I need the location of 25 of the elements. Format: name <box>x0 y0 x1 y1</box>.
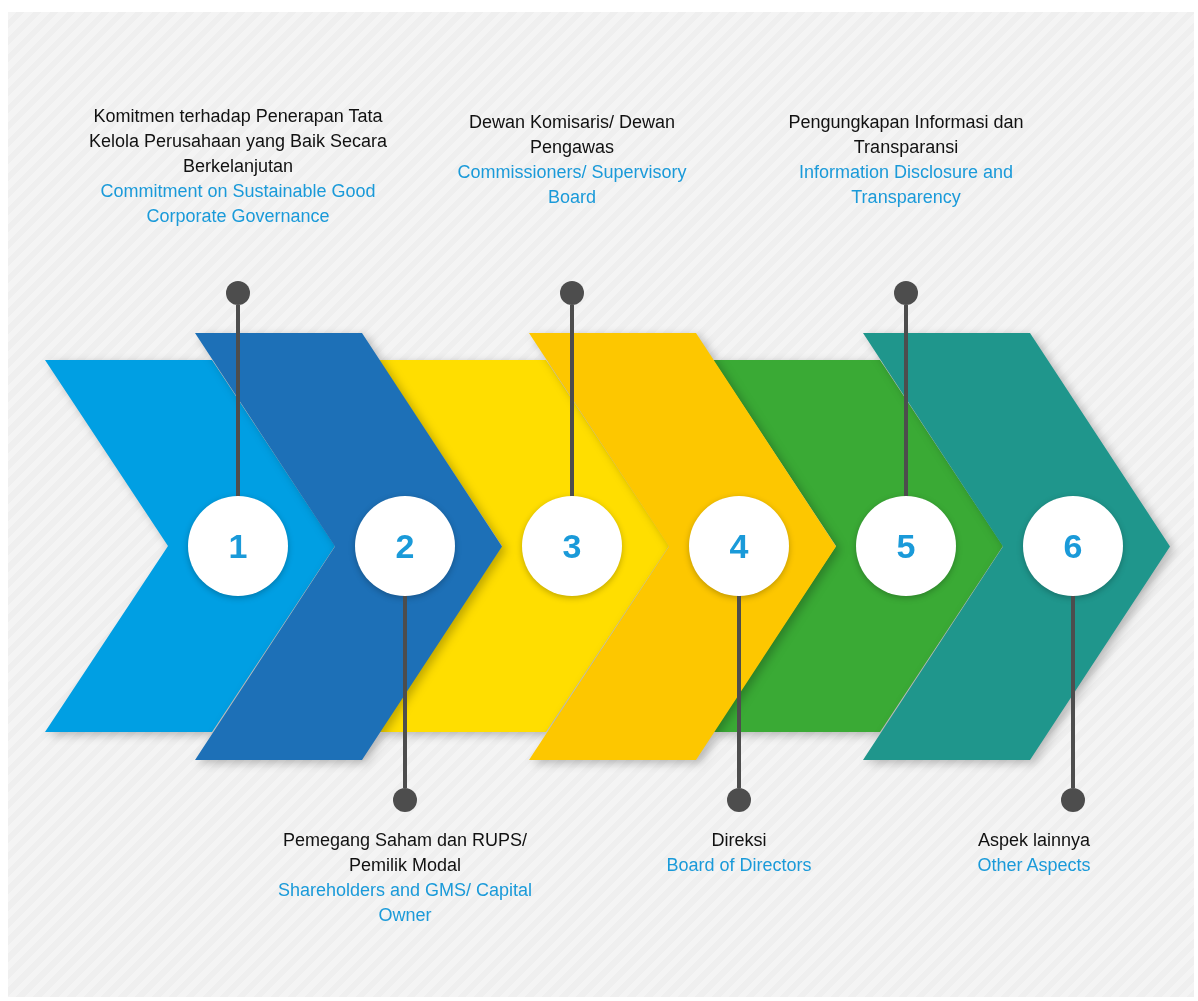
step-number: 5 <box>896 526 916 566</box>
leader-line <box>737 596 741 788</box>
heading-text: Direksi <box>710 829 768 852</box>
heading-text: Pengungkapan Informasi dan Transparansi <box>787 111 1025 159</box>
heading-text: Pemegang Saham dan RUPS/ Pemilik Modal <box>281 829 529 877</box>
heading-text: Komitmen terhadap Penerapan Tata Kelola Perusahaan yang Baik Secara Berkelanjutan <box>87 105 389 178</box>
english-text: Other Aspects <box>976 854 1092 877</box>
step-number: 2 <box>395 526 415 566</box>
english-text: Information Disclosure and Transparency <box>797 161 1015 209</box>
english-text: Board of Directors <box>665 854 813 877</box>
english-text: Commitment on Sustainable Good Corporate Governance <box>99 180 377 228</box>
chevron-shape <box>863 333 1170 760</box>
step-number: 4 <box>729 526 749 566</box>
step-number: 6 <box>1063 526 1083 566</box>
step-number: 1 <box>228 526 248 566</box>
leader-line <box>570 305 574 496</box>
leader-line <box>1071 596 1075 788</box>
english-text: Shareholders and GMS/ Capital Owner <box>276 879 534 927</box>
heading-text: Aspek lainnya <box>976 829 1092 852</box>
leader-line <box>236 305 240 496</box>
step-number: 3 <box>562 526 582 566</box>
english-text: Commissioners/ Supervisory Board <box>456 161 688 209</box>
leader-line <box>403 596 407 788</box>
heading-text: Dewan Komisaris/ Dewan Pengawas <box>467 111 677 159</box>
leader-line <box>904 305 908 496</box>
